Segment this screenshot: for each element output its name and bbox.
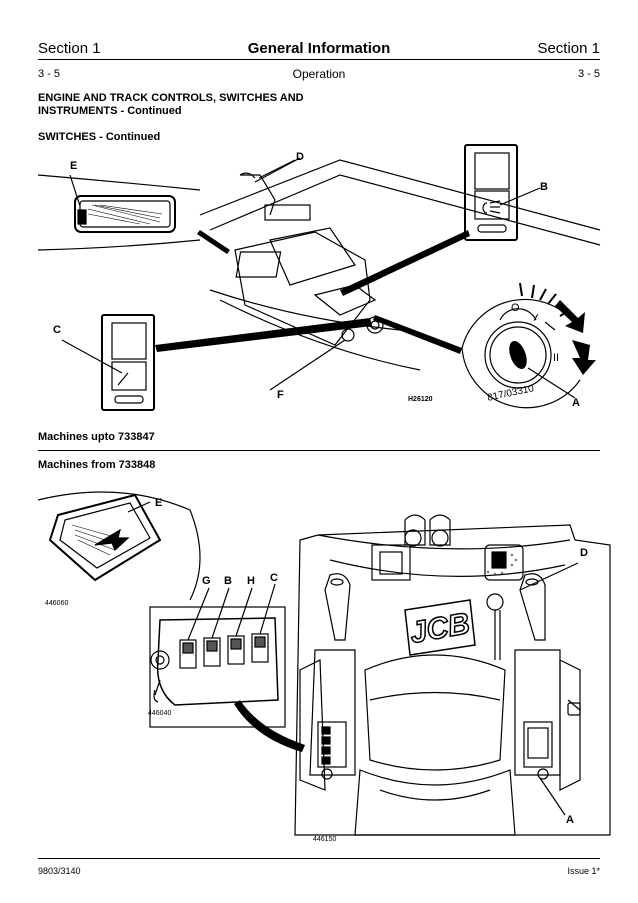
fig2-ref-main: 446150	[313, 836, 337, 843]
footer-rule	[38, 858, 600, 859]
page-subtitle: Operation	[292, 67, 346, 81]
key-pos-off: O	[511, 302, 520, 314]
fig2-label-b: B	[224, 575, 232, 587]
fig1-label-d: D	[296, 151, 304, 163]
fig2-label-e: E	[155, 497, 163, 509]
fig2-label-d: D	[580, 547, 588, 559]
subheading: SWITCHES - Continued	[38, 131, 161, 143]
issue-label: Issue 1*	[567, 866, 600, 876]
divider-rule	[38, 450, 600, 451]
key-pos-2: II	[553, 352, 560, 364]
section-heading-line2: INSTRUMENTS - Continued	[38, 105, 182, 117]
fig1-label-a: A	[572, 397, 580, 409]
fig1-label-f: F	[277, 389, 284, 401]
section-label-left: Section 1	[38, 40, 101, 57]
machines-upto-label: Machines upto 733847	[38, 431, 155, 443]
header-rule	[38, 59, 600, 60]
section-heading-line1: ENGINE AND TRACK CONTROLS, SWITCHES AND	[38, 92, 304, 104]
page-title: General Information	[247, 40, 391, 57]
fig1-label-c: C	[53, 324, 61, 336]
fig2-label-g: G	[202, 575, 211, 587]
fig2-ref-detail-switches: 446040	[148, 710, 172, 717]
page-number-left: 3 - 5	[38, 68, 61, 80]
fig1-label-b: B	[540, 181, 548, 193]
fig1-label-e: E	[70, 160, 78, 172]
fig1-ref: H26120	[408, 396, 433, 403]
section-label-right: Section 1	[537, 40, 600, 57]
fig2-ref-detail-e: 446060	[45, 600, 69, 607]
page-number-right: 3 - 5	[577, 68, 600, 80]
machines-from-label: Machines from 733848	[38, 459, 156, 471]
fig2-label-a: A	[566, 814, 574, 826]
fig2-label-c: C	[270, 572, 278, 584]
doc-number: 9803/3140	[38, 866, 81, 876]
fig2-label-h: H	[247, 575, 255, 587]
